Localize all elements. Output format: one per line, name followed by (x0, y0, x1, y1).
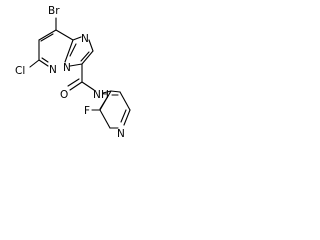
atom-n-amide: N (93, 89, 101, 101)
atom-n-bridge: N (63, 62, 71, 74)
atom-f: F (84, 105, 90, 117)
bond-c6-cl (29, 59, 40, 68)
bond-c4-c3-double (99, 95, 109, 110)
atom-h-amide: H (101, 89, 109, 101)
bond-c5-c4 (110, 90, 121, 93)
bond-n1-c2 (88, 39, 94, 52)
bond-c2-c3-double (80, 51, 90, 62)
bond-ccarbonyl-n (81, 81, 95, 91)
atom-n-pyridine: N (117, 128, 125, 140)
bond-n-c4 (102, 90, 112, 94)
bond-c8-c7-double (40, 33, 54, 42)
atom-o-carbonyl: O (60, 89, 68, 101)
bond-c6-c5 (119, 91, 131, 111)
bond-c9-n1 (72, 36, 82, 41)
atom-br: Br (48, 5, 60, 17)
bond-n4-c9 (64, 39, 74, 63)
molecule-structure: Br Cl N N N O N H F N (15, 5, 131, 140)
bond-c3-c2 (99, 109, 111, 129)
bond-c3-n4 (69, 63, 83, 67)
bond-n1-c6 (123, 109, 131, 126)
atom-cl: Cl (15, 65, 25, 77)
bond-n1-c6-double (120, 109, 127, 123)
bond-c6-n5-double (41, 57, 49, 63)
bond-ccarbonyl-o (69, 81, 83, 91)
bond-c9-c8 (55, 29, 74, 41)
bond-lines (29, 17, 131, 129)
bond-ccarbonyl-o-double (67, 78, 80, 87)
bond-c2-c3 (81, 50, 94, 65)
atom-n-pyridazine: N (49, 64, 57, 76)
atom-n-imidazole: N (81, 33, 89, 45)
bond-c8-c7 (38, 29, 57, 41)
bond-c9-n1-double (69, 43, 77, 57)
bond-c6-n5 (38, 59, 49, 67)
